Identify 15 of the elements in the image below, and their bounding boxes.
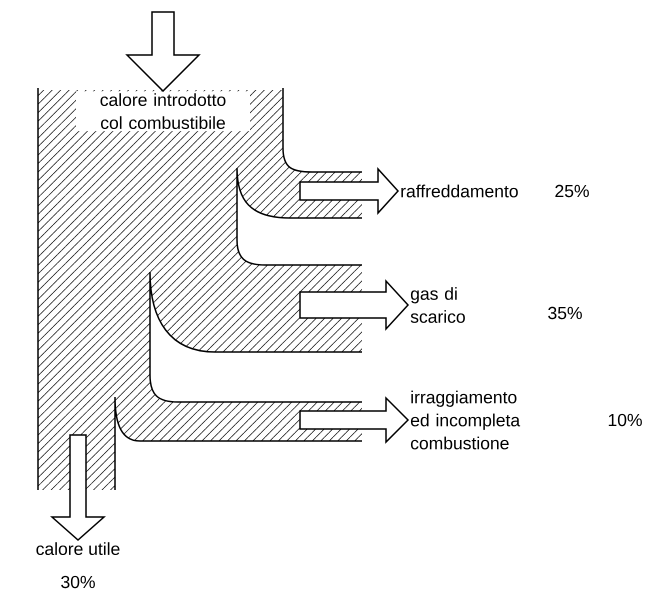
percentage-label: 30% [61, 576, 95, 588]
block-arrow [50, 434, 106, 542]
flow-label: irraggiamento ed incompleta combustione [410, 390, 520, 450]
flow-label: gas di scarico [410, 287, 465, 323]
heat-flow-band: calore introdotto col combustibile [37, 88, 362, 490]
percentage-label: 35% [548, 306, 582, 320]
block-arrow [299, 167, 400, 215]
node-label: calore introdotto col combustibile [100, 93, 226, 130]
percentage-label: 10% [608, 414, 642, 426]
flow-label: raffreddamento [401, 184, 518, 198]
block-arrow [299, 279, 410, 331]
percentage-label: 25% [555, 184, 589, 198]
block-arrow [299, 396, 410, 444]
flow-label: calore utile [36, 542, 120, 556]
block-arrow [125, 11, 201, 92]
